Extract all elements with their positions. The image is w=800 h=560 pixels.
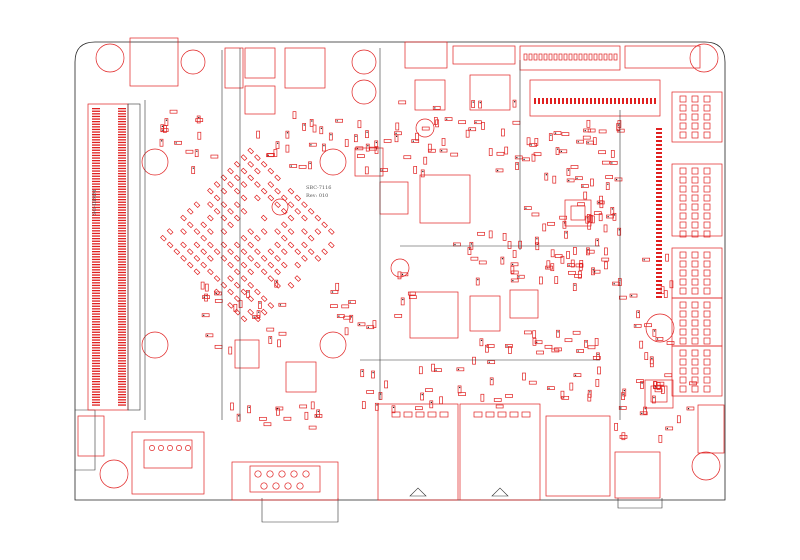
sodimm-slot: SO-DIMM [87, 103, 141, 411]
right-headers [656, 91, 725, 454]
board-model: SBC-7116 [306, 185, 331, 191]
board-label: SBC-7116 Rev: 010 [306, 185, 331, 199]
board-outline [74, 41, 726, 523]
smd-components [159, 99, 697, 443]
bottom-io [77, 403, 661, 501]
svg-text:SO-DIMM: SO-DIMM [92, 189, 98, 215]
power-components [224, 47, 511, 393]
top-connectors [129, 37, 701, 117]
board-lines [144, 48, 621, 420]
cpu-bga [160, 147, 335, 323]
mounting-holes [95, 43, 721, 489]
capacitors [141, 49, 675, 359]
board-revision: Rev: 010 [306, 193, 328, 199]
qfp-chips [354, 147, 674, 409]
